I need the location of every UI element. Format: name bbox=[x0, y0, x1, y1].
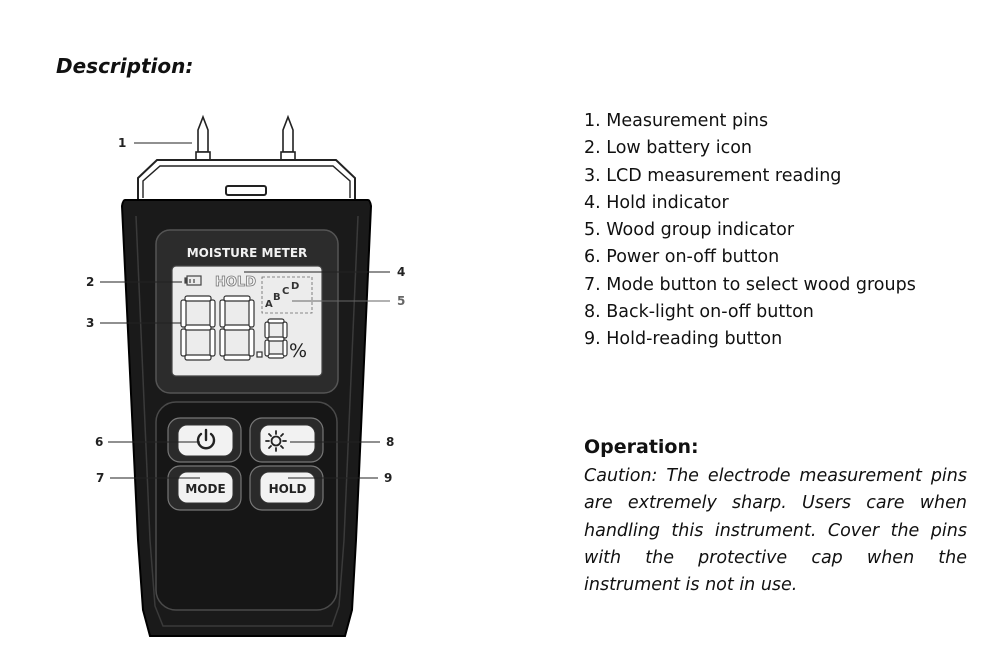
legend-item: 2. Low battery icon bbox=[584, 138, 753, 159]
callout-lines bbox=[100, 142, 390, 479]
mode-button-label: MODE bbox=[185, 482, 225, 496]
callout-6: 6 bbox=[95, 435, 103, 449]
wood-group-indicator: A B C D bbox=[261, 276, 313, 314]
sun-icon bbox=[265, 430, 287, 452]
lcd-unit: % bbox=[289, 340, 307, 362]
callout-8: 8 bbox=[386, 435, 394, 449]
callout-5: 5 bbox=[397, 294, 405, 308]
hold-button-label: HOLD bbox=[269, 482, 307, 496]
parts-legend: 1. Measurement pins 2. Low battery icon … bbox=[584, 108, 916, 354]
legend-item: 4. Hold indicator bbox=[584, 192, 729, 213]
legend-item: 8. Back-light on-off button bbox=[584, 302, 814, 323]
measurement-pins bbox=[195, 114, 296, 167]
legend-item: 9. Hold-reading button bbox=[584, 329, 783, 350]
callout-7: 7 bbox=[96, 471, 104, 485]
wood-group-a: A bbox=[265, 299, 273, 310]
device-title: MOISTURE METER bbox=[187, 246, 308, 260]
legend-item: 6. Power on-off button bbox=[584, 247, 780, 268]
low-battery-icon bbox=[184, 275, 202, 286]
callout-4: 4 bbox=[397, 265, 405, 279]
wood-group-d: D bbox=[291, 281, 299, 292]
callout-3: 3 bbox=[86, 316, 94, 330]
legend-item: 3. LCD measurement reading bbox=[584, 165, 842, 186]
callout-1: 1 bbox=[118, 136, 126, 150]
legend-item: 5. Wood group indicator bbox=[584, 220, 795, 241]
wood-group-b: B bbox=[273, 292, 281, 303]
operation-caution-text: Caution: The electrode measurement pins … bbox=[584, 466, 967, 596]
callout-numbers: 1 2 3 4 5 6 7 8 9 bbox=[86, 136, 405, 485]
power-icon bbox=[196, 428, 216, 450]
callout-9: 9 bbox=[384, 471, 392, 485]
lcd-reading-digits bbox=[180, 295, 288, 361]
power-button[interactable] bbox=[167, 417, 242, 463]
hold-button[interactable]: HOLD bbox=[249, 465, 324, 511]
legend-item: 7. Mode button to select wood groups bbox=[584, 274, 916, 295]
moisture-meter-diagram: MOISTURE METER HOLD A B C D % bbox=[86, 114, 405, 637]
backlight-button[interactable] bbox=[249, 417, 324, 463]
device-top-cap bbox=[137, 159, 356, 201]
legend-item: 1. Measurement pins bbox=[584, 111, 769, 131]
operation-heading: Operation: bbox=[584, 436, 699, 458]
mode-button[interactable]: MODE bbox=[167, 465, 242, 511]
wood-group-c: C bbox=[282, 286, 289, 297]
callout-2: 2 bbox=[86, 275, 94, 289]
hold-indicator: HOLD bbox=[215, 275, 256, 290]
description-heading: Description: bbox=[56, 54, 194, 78]
